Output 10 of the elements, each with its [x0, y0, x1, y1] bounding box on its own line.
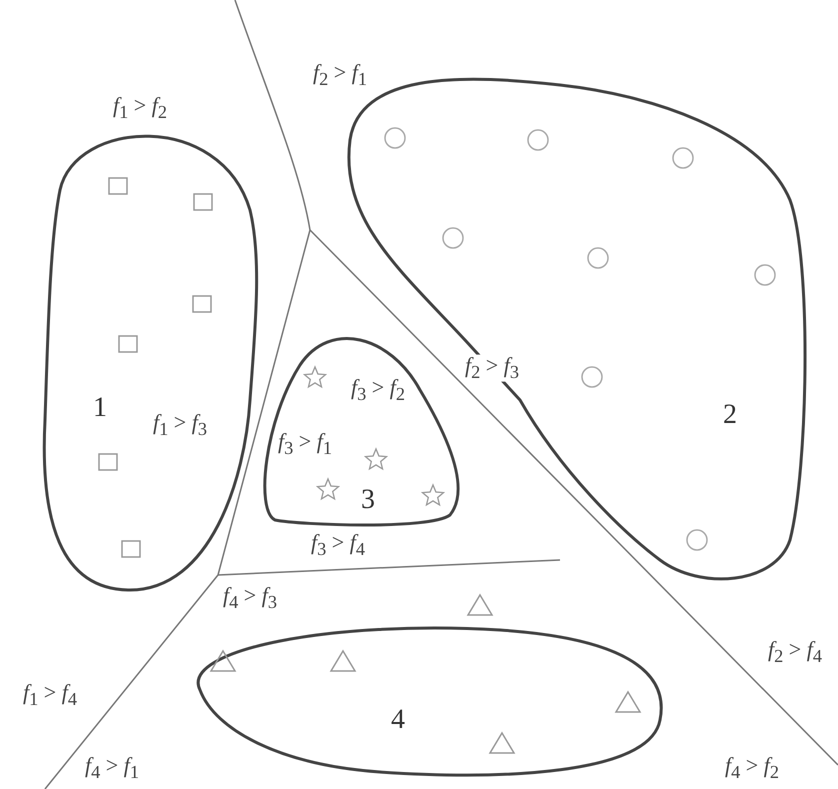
- cluster-number: 4: [391, 706, 405, 734]
- region-label: f$_{3}$ > f$_{1}$: [276, 430, 334, 458]
- region-label: f$_{4}$ > f$_{3}$: [221, 584, 279, 612]
- cluster-number: 2: [723, 401, 737, 429]
- cluster-number: 3: [361, 486, 375, 514]
- region-label: f$_{2}$ > f$_{3}$: [463, 354, 521, 382]
- region-label: f$_{3}$ > f$_{2}$: [349, 376, 407, 404]
- region-label: f$_{3}$ > f$_{4}$: [309, 532, 367, 558]
- region-label: f$_{1}$ > f$_{3}$: [151, 412, 209, 438]
- cluster-number: 1: [93, 394, 107, 422]
